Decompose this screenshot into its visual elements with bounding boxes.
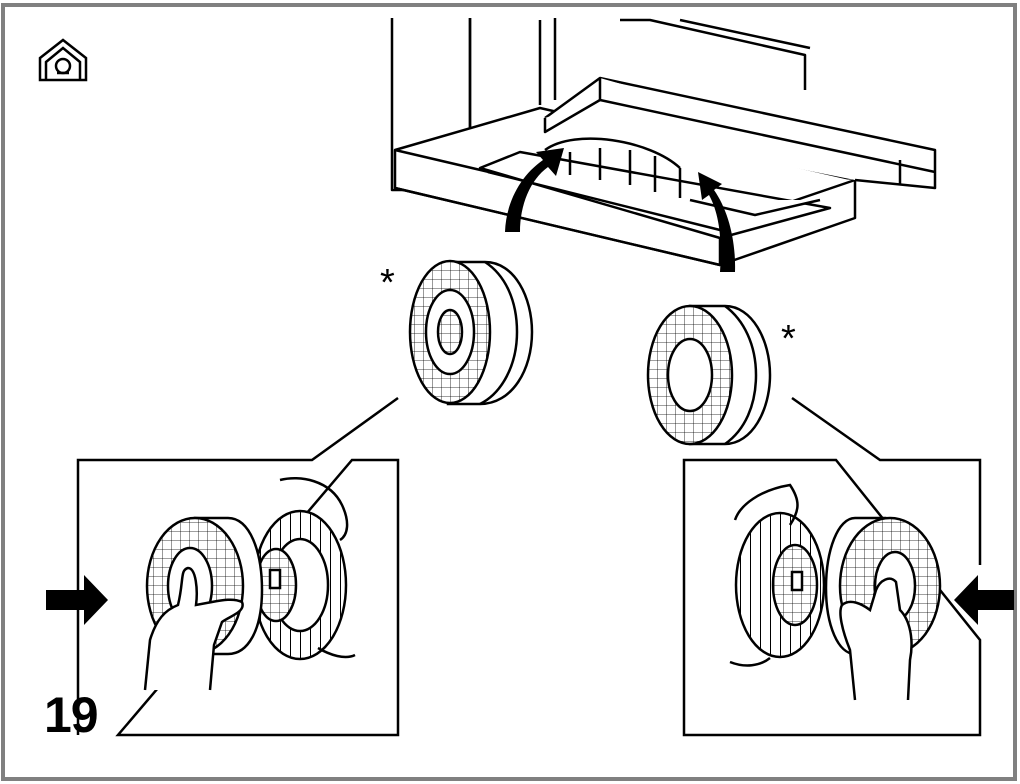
cooker-hood (390, 18, 937, 267)
push-arrow-icon (46, 575, 1014, 625)
step-number: 19 (44, 687, 99, 743)
callout-mark-right: * (781, 318, 796, 360)
carbon-filter-left (408, 259, 534, 406)
detail-left-assembly (143, 477, 356, 691)
curved-arrow-icon (505, 148, 736, 272)
figure-frame (1, 3, 1017, 781)
callout-mark-left: * (380, 262, 395, 304)
carbon-filter-right (646, 304, 772, 446)
detail-right-assembly (729, 483, 942, 701)
house-recirculation-icon (38, 38, 88, 82)
